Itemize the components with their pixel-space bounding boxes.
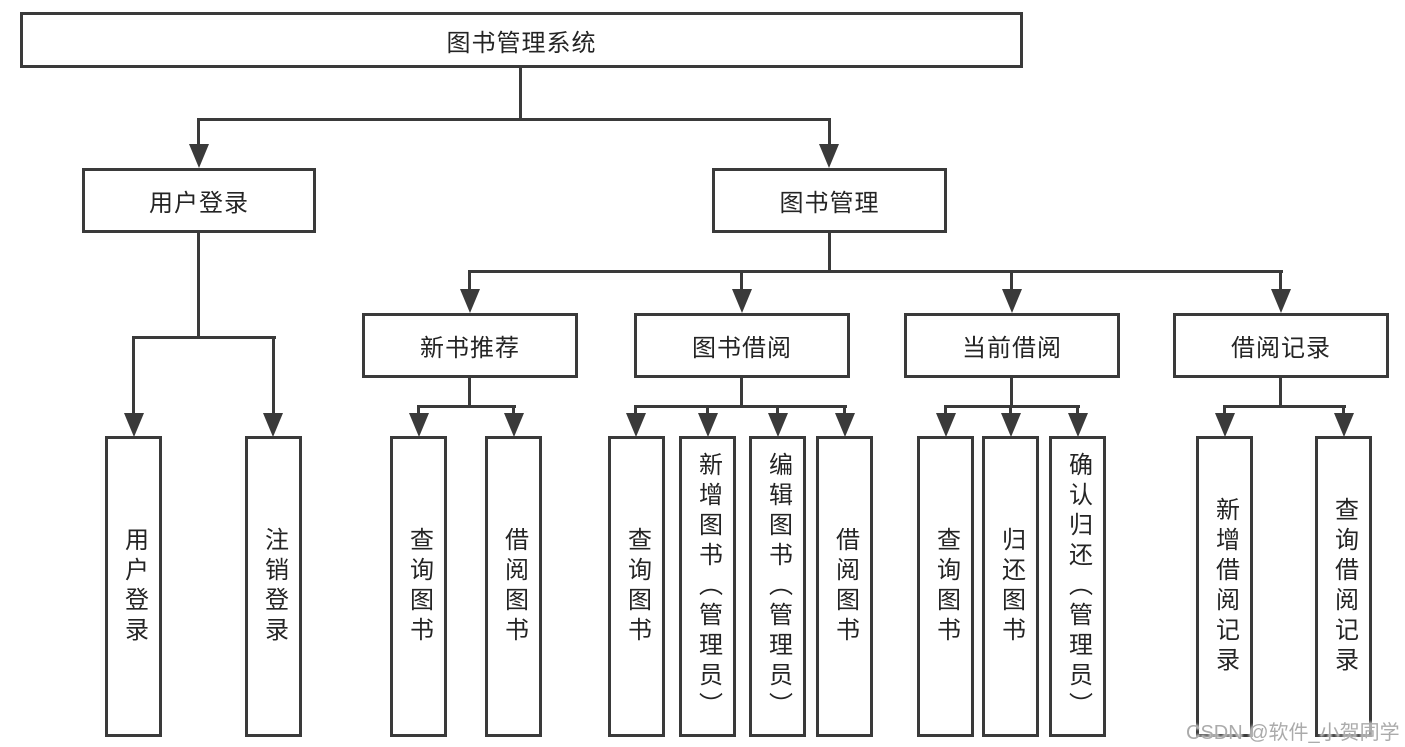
edge-drop (776, 405, 779, 415)
edge-current-borrow-rail (944, 405, 1080, 408)
leaf-query-books-borrow: 查询图书 (608, 436, 665, 737)
node-current-borrow: 当前借阅 (904, 313, 1120, 378)
arrow-down-icon (263, 413, 283, 437)
edge-book-borrow-stem (740, 378, 743, 407)
leaf-label: 归还图书 (997, 526, 1025, 647)
node-book-management: 图书管理 (712, 168, 947, 233)
leaf-confirm-return-admin: 确认归还（管理员） (1049, 436, 1106, 737)
leaf-label: 新增借阅记录 (1211, 496, 1239, 677)
node-label: 用户登录 (149, 190, 249, 217)
edge-drop (1009, 405, 1012, 415)
edge-drop-user-login (197, 118, 200, 146)
leaf-label: 查询图书 (405, 526, 433, 647)
arrow-down-icon (124, 413, 144, 437)
arrow-down-icon (1068, 413, 1088, 437)
edge-new-book-recommend-rail (417, 405, 516, 408)
edge-book-borrow-rail (634, 405, 847, 408)
csdn-watermark: CSDN @软件_小贺同学 (1186, 722, 1400, 744)
arrow-down-icon (1271, 289, 1291, 313)
arrow-down-icon (504, 413, 524, 437)
node-label: 当前借阅 (962, 335, 1062, 362)
leaf-label: 注销登录 (260, 526, 288, 647)
node-label: 图书管理系统 (446, 29, 597, 57)
node-new-book-recommend: 新书推荐 (362, 313, 578, 378)
edge-user-login-stem (197, 233, 200, 338)
leaf-label: 确认归还（管理员） (1064, 451, 1092, 722)
edge-user-login-rail (132, 336, 276, 339)
edge-drop (634, 405, 637, 415)
edge-drop-current-borrow (1010, 270, 1013, 291)
edge-drop (1342, 405, 1345, 415)
leaf-label: 查询图书 (623, 526, 651, 647)
edge-root-stem (519, 68, 522, 118)
leaf-logout: 注销登录 (245, 436, 302, 737)
edge-drop (417, 405, 420, 415)
node-label: 图书管理 (779, 190, 880, 217)
edge-book-management-stem (828, 233, 831, 272)
leaf-return-book: 归还图书 (982, 436, 1039, 737)
node-label: 借阅记录 (1231, 335, 1331, 362)
leaf-borrow-books-recommend: 借阅图书 (485, 436, 542, 737)
edge-borrow-records-stem (1279, 378, 1282, 407)
arrow-down-icon (732, 289, 752, 313)
node-label: 图书借阅 (692, 335, 792, 362)
leaf-label: 借阅图书 (831, 526, 859, 647)
edge-drop (1076, 405, 1079, 415)
arrow-down-icon (626, 413, 646, 437)
arrow-down-icon (819, 144, 839, 168)
edge-current-borrow-stem (1010, 378, 1013, 407)
node-borrow-records: 借阅记录 (1173, 313, 1389, 378)
arrow-down-icon (189, 144, 209, 168)
leaf-query-books-recommend: 查询图书 (390, 436, 447, 737)
leaf-query-books-current: 查询图书 (917, 436, 974, 737)
leaf-label: 编辑图书（管理员） (764, 451, 792, 722)
leaf-borrow-books: 借阅图书 (816, 436, 873, 737)
edge-root-rail (197, 118, 831, 121)
node-library-management-system: 图书管理系统 (20, 12, 1023, 68)
edge-drop-leaf-user-login (132, 336, 135, 414)
arrow-down-icon (409, 413, 429, 437)
edge-drop-leaf-logout (272, 336, 275, 414)
leaf-label: 用户登录 (120, 526, 148, 647)
edge-drop-new-book-recommend (468, 270, 471, 291)
leaf-add-borrow-record: 新增借阅记录 (1196, 436, 1253, 737)
edge-drop-book-management (828, 118, 831, 146)
leaf-add-book-admin: 新增图书（管理员） (679, 436, 736, 737)
edge-drop (843, 405, 846, 415)
leaf-label: 查询借阅记录 (1330, 496, 1358, 677)
node-book-borrow: 图书借阅 (634, 313, 850, 378)
arrow-down-icon (936, 413, 956, 437)
arrow-down-icon (835, 413, 855, 437)
leaf-edit-book-admin: 编辑图书（管理员） (749, 436, 806, 737)
edge-drop-book-borrow (740, 270, 743, 291)
arrow-down-icon (1334, 413, 1354, 437)
edge-drop (944, 405, 947, 415)
arrow-down-icon (768, 413, 788, 437)
node-user-login: 用户登录 (82, 168, 316, 233)
leaf-label: 新增图书（管理员） (694, 451, 722, 722)
edge-drop (512, 405, 515, 415)
arrow-down-icon (698, 413, 718, 437)
leaf-query-borrow-record: 查询借阅记录 (1315, 436, 1372, 737)
arrow-down-icon (1215, 413, 1235, 437)
edge-new-book-recommend-stem (468, 378, 471, 407)
leaf-label: 借阅图书 (500, 526, 528, 647)
arrow-down-icon (1001, 413, 1021, 437)
node-label: 新书推荐 (420, 335, 520, 362)
edge-drop-borrow-records (1279, 270, 1282, 291)
arrow-down-icon (460, 289, 480, 313)
edge-drop (1223, 405, 1226, 415)
edge-borrow-records-rail (1223, 405, 1346, 408)
leaf-label: 查询图书 (932, 526, 960, 647)
edge-drop (706, 405, 709, 415)
leaf-user-login: 用户登录 (105, 436, 162, 737)
edge-book-management-rail (468, 270, 1283, 273)
arrow-down-icon (1002, 289, 1022, 313)
